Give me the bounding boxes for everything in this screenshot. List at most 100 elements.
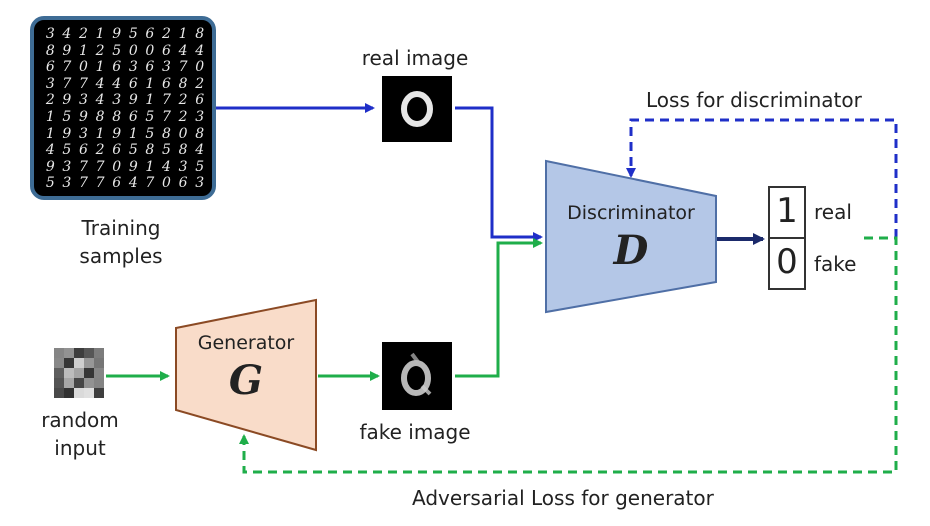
mnist-digit: 4 xyxy=(45,142,55,159)
real-digit-zero-icon xyxy=(401,91,433,127)
mnist-digit: 6 xyxy=(145,26,155,42)
noise-pixel xyxy=(74,358,84,368)
discriminator-shape xyxy=(545,159,717,314)
noise-pixel xyxy=(64,358,74,368)
mnist-digit: 9 xyxy=(128,92,138,109)
noise-pixel xyxy=(74,348,84,358)
loss-generator-path xyxy=(239,236,898,474)
mnist-digit: 6 xyxy=(162,42,171,59)
mnist-digit: 3 xyxy=(195,109,205,125)
noise-pixel xyxy=(74,368,84,378)
mnist-digit: 0 xyxy=(128,42,138,59)
mnist-digit: 6 xyxy=(178,175,188,192)
mnist-digit: 5 xyxy=(45,175,55,192)
mnist-digit: 9 xyxy=(62,125,72,142)
arrow-fake-to-discriminator xyxy=(455,238,543,378)
output-real-digit: 1 xyxy=(776,191,798,231)
mnist-digit: 0 xyxy=(162,175,171,192)
noise-pixel xyxy=(64,388,74,398)
mnist-digit: 4 xyxy=(178,42,188,59)
fake-image-thumbnail xyxy=(382,342,452,410)
discriminator-title: Discriminator xyxy=(567,202,695,224)
real-image-label: real image xyxy=(361,46,469,70)
mnist-digit: 2 xyxy=(95,42,105,59)
mnist-digit: 6 xyxy=(112,142,122,159)
noise-pixel xyxy=(74,388,84,398)
noise-pixel xyxy=(94,388,104,398)
noise-pixel xyxy=(84,358,94,368)
mnist-digit: 3 xyxy=(128,59,138,76)
mnist-digit: 5 xyxy=(62,109,72,125)
noise-pixel xyxy=(64,378,74,388)
noise-pixel xyxy=(94,368,104,378)
mnist-digit: 6 xyxy=(128,109,138,125)
mnist-digit: 6 xyxy=(145,59,155,76)
mnist-digit: 9 xyxy=(45,158,55,175)
mnist-digit: 3 xyxy=(162,59,171,76)
mnist-digit: 3 xyxy=(79,125,88,142)
training-label-line1: Training xyxy=(81,216,161,240)
mnist-digit: 7 xyxy=(62,75,72,92)
noise-pixel xyxy=(84,368,94,378)
generator-title: Generator xyxy=(197,332,295,354)
mnist-digit: 2 xyxy=(178,109,188,125)
output-fake-label: fake xyxy=(814,252,857,276)
mnist-digit: 7 xyxy=(162,92,171,109)
mnist-digit: 5 xyxy=(128,26,138,42)
mnist-digit: 7 xyxy=(95,175,105,192)
output-divider xyxy=(770,237,804,239)
noise-pixel xyxy=(84,378,94,388)
mnist-digit: 1 xyxy=(145,158,155,175)
mnist-digit: 1 xyxy=(79,42,88,59)
mnist-digit: 6 xyxy=(128,75,138,92)
mnist-digit: 8 xyxy=(178,142,188,159)
training-samples-label: Training samples xyxy=(56,214,186,270)
mnist-digit: 3 xyxy=(112,92,122,109)
mnist-digit: 0 xyxy=(79,59,88,76)
mnist-digit: 6 xyxy=(79,142,88,159)
mnist-digit: 4 xyxy=(95,92,105,109)
output-fake-digit: 0 xyxy=(776,242,798,282)
random-input-label: random input xyxy=(30,406,130,462)
mnist-digit: 1 xyxy=(95,26,105,42)
mnist-digit: 6 xyxy=(45,59,55,76)
mnist-digit: 2 xyxy=(195,75,205,92)
mnist-digit: 1 xyxy=(45,109,55,125)
noise-pixel xyxy=(54,348,64,358)
output-real-label: real xyxy=(814,200,852,224)
loss-discriminator-label: Loss for discriminator xyxy=(646,88,862,112)
mnist-digit: 8 xyxy=(145,142,155,159)
noise-pixel xyxy=(54,358,64,368)
mnist-digit: 7 xyxy=(79,158,88,175)
noise-pixel xyxy=(54,378,64,388)
mnist-digit: 5 xyxy=(162,142,171,159)
mnist-digit: 7 xyxy=(79,75,88,92)
mnist-digit: 6 xyxy=(112,59,122,76)
mnist-digit: 0 xyxy=(112,158,122,175)
mnist-digit: 5 xyxy=(145,109,155,125)
mnist-digit: 6 xyxy=(195,92,205,109)
mnist-digit: 4 xyxy=(128,175,138,192)
mnist-digit: 3 xyxy=(62,158,72,175)
random-input-line1: random xyxy=(41,408,119,432)
mnist-digit: 7 xyxy=(145,175,155,192)
mnist-digit: 4 xyxy=(112,75,122,92)
mnist-digit: 7 xyxy=(162,109,171,125)
mnist-digit: 8 xyxy=(45,42,55,59)
mnist-digit: 1 xyxy=(45,125,55,142)
noise-pixel xyxy=(94,358,104,368)
noise-pixel xyxy=(84,348,94,358)
mnist-digit: 8 xyxy=(195,125,205,142)
mnist-digit: 6 xyxy=(112,175,122,192)
generator-symbol: G xyxy=(228,357,264,404)
mnist-digit: 1 xyxy=(178,26,188,42)
mnist-digit: 3 xyxy=(45,26,55,42)
mnist-digit: 4 xyxy=(195,42,205,59)
noise-pixel xyxy=(94,378,104,388)
noise-pixel xyxy=(94,348,104,358)
mnist-digit: 3 xyxy=(79,92,88,109)
mnist-digit: 7 xyxy=(178,59,188,76)
generator-shape xyxy=(175,298,317,452)
